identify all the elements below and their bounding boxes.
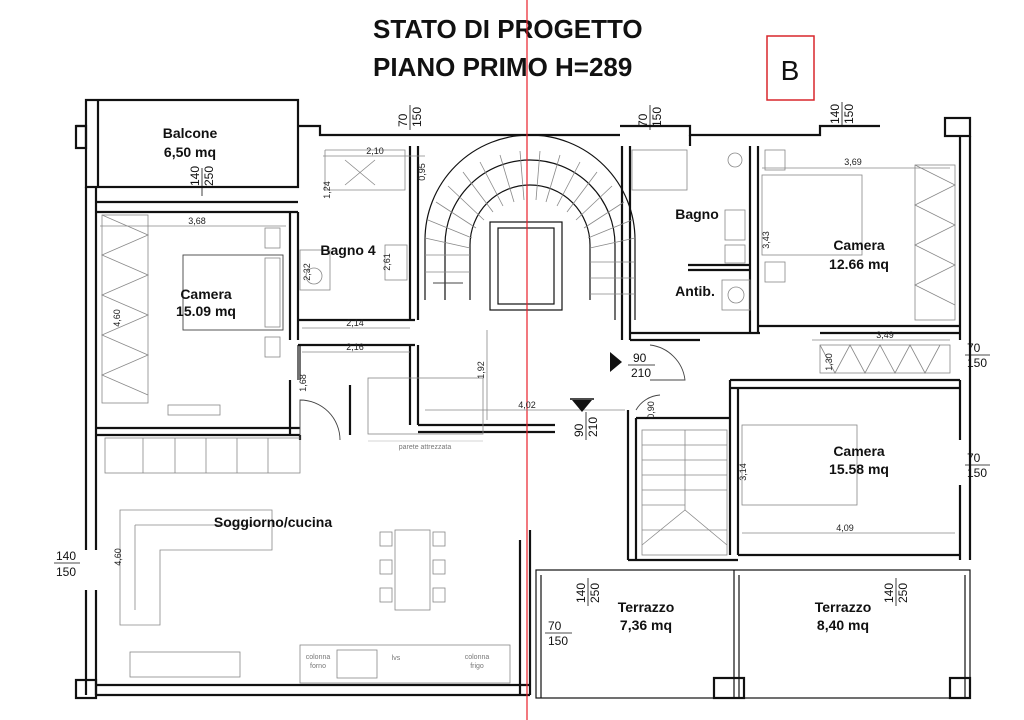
inner-walls bbox=[96, 146, 960, 562]
room-camera-midright-area: 15.58 mq bbox=[829, 461, 889, 477]
dim-090: 0,90 bbox=[646, 401, 656, 419]
opening-door-landing-w: 90 bbox=[633, 351, 647, 365]
label-parete-attrezzata: parete attrezzata bbox=[399, 444, 452, 451]
room-labels: Balcone 6,50 mq Bagno 4 Camera 15.09 mq … bbox=[163, 125, 889, 633]
opening-terrazzo-right-h: 250 bbox=[896, 583, 910, 603]
room-camera-midright-name: Camera bbox=[833, 443, 885, 459]
opening-right2-w: 70 bbox=[967, 451, 981, 465]
opening-right1-h: 150 bbox=[967, 356, 987, 370]
opening-terrazzo-left-h: 250 bbox=[588, 583, 602, 603]
door-swings bbox=[297, 344, 686, 441]
dim-168: 1,68 bbox=[298, 374, 308, 392]
room-soggiorno-name: Soggiorno/cucina bbox=[214, 514, 332, 530]
sheet-letter: B bbox=[781, 55, 800, 86]
room-bagno4-name: Bagno 4 bbox=[320, 242, 375, 258]
room-balcone-area: 6,50 mq bbox=[164, 144, 216, 160]
room-camera-topright-area: 12.66 mq bbox=[829, 256, 889, 272]
dim-216: 2,16 bbox=[346, 342, 364, 352]
room-terrazzo-right-name: Terrazzo bbox=[815, 599, 872, 615]
dim-214: 2,14 bbox=[346, 318, 364, 328]
label-colonna-frigo-2: frigo bbox=[470, 663, 484, 670]
opening-topleft-w: 70 bbox=[396, 113, 410, 127]
opening-topleft-h: 150 bbox=[410, 107, 424, 127]
dim-480: 4,60 bbox=[112, 309, 122, 327]
dim-349: 3,49 bbox=[876, 330, 894, 340]
dim-261: 2,61 bbox=[382, 253, 392, 271]
dim-192: 1,92 bbox=[476, 361, 486, 379]
dimension-lines: 3,68 2,10 2,14 2,16 1,24 0,95 2,32 2,61 … bbox=[100, 146, 955, 566]
opening-left-w: 140 bbox=[56, 549, 76, 563]
label-colonna-frigo-1: colonna bbox=[465, 654, 490, 661]
opening-labels: 140 250 70 150 70 150 140 150 70 150 70 … bbox=[54, 102, 990, 648]
spiral-staircase bbox=[424, 134, 636, 320]
outer-walls bbox=[74, 98, 972, 700]
dim-343: 3,43 bbox=[761, 231, 771, 249]
dim-232: 2,32 bbox=[302, 263, 312, 281]
room-camera-left-area: 15.09 mq bbox=[176, 303, 236, 319]
dim-460: 4,60 bbox=[113, 548, 123, 566]
room-terrazzo-left-name: Terrazzo bbox=[618, 599, 675, 615]
opening-door-entry-h: 210 bbox=[586, 417, 600, 437]
room-camera-left-name: Camera bbox=[180, 286, 232, 302]
dim-369: 3,69 bbox=[844, 157, 862, 167]
opening-door-landing-h: 210 bbox=[631, 366, 651, 380]
opening-topright-w: 140 bbox=[828, 104, 842, 124]
dim-095: 0,95 bbox=[417, 163, 427, 181]
opening-topright-h: 150 bbox=[842, 104, 856, 124]
room-camera-topright-name: Camera bbox=[833, 237, 885, 253]
room-terrazzo-left-area: 7,36 mq bbox=[620, 617, 672, 633]
opening-terrazzo-right-w: 140 bbox=[882, 583, 896, 603]
opening-right2-h: 150 bbox=[967, 466, 987, 480]
dim-402: 4,02 bbox=[518, 400, 536, 410]
dim-314: 3,14 bbox=[738, 463, 748, 481]
title-line-2: PIANO PRIMO H=289 bbox=[373, 52, 632, 82]
title-line-1: STATO DI PROGETTO bbox=[373, 14, 643, 44]
label-lvs: lvs bbox=[392, 655, 401, 662]
small-labels: parete attrezzata colonna forno lvs colo… bbox=[306, 440, 490, 670]
label-colonna-forno-1: colonna bbox=[306, 654, 331, 661]
opening-left-h: 150 bbox=[56, 565, 76, 579]
label-colonna-forno-2: forno bbox=[310, 663, 326, 670]
room-antib-name: Antib. bbox=[675, 283, 715, 299]
opening-door-entry-w: 90 bbox=[572, 423, 586, 437]
sheet-letter-box bbox=[766, 35, 815, 101]
opening-right1-w: 70 bbox=[967, 341, 981, 355]
opening-terrazzo-left-w: 140 bbox=[574, 583, 588, 603]
dim-130: 1,30 bbox=[824, 353, 834, 371]
room-balcone-name: Balcone bbox=[163, 125, 218, 141]
opening-topmid-h: 150 bbox=[650, 107, 664, 127]
dim-409: 4,09 bbox=[836, 523, 854, 533]
opening-terrazzo-small-h: 150 bbox=[548, 634, 568, 648]
opening-terrazzo-small-w: 70 bbox=[548, 619, 562, 633]
room-bagno-name: Bagno bbox=[675, 206, 719, 222]
dim-368: 3,68 bbox=[188, 216, 206, 226]
dim-124: 1,24 bbox=[322, 181, 332, 199]
opening-topmid-w: 70 bbox=[636, 113, 650, 127]
opening-balcone-h: 250 bbox=[202, 166, 216, 186]
opening-balcone-w: 140 bbox=[188, 166, 202, 186]
room-terrazzo-right-area: 8,40 mq bbox=[817, 617, 869, 633]
furniture bbox=[100, 149, 956, 684]
straight-staircase bbox=[641, 429, 728, 556]
dim-210: 2,10 bbox=[366, 146, 384, 156]
